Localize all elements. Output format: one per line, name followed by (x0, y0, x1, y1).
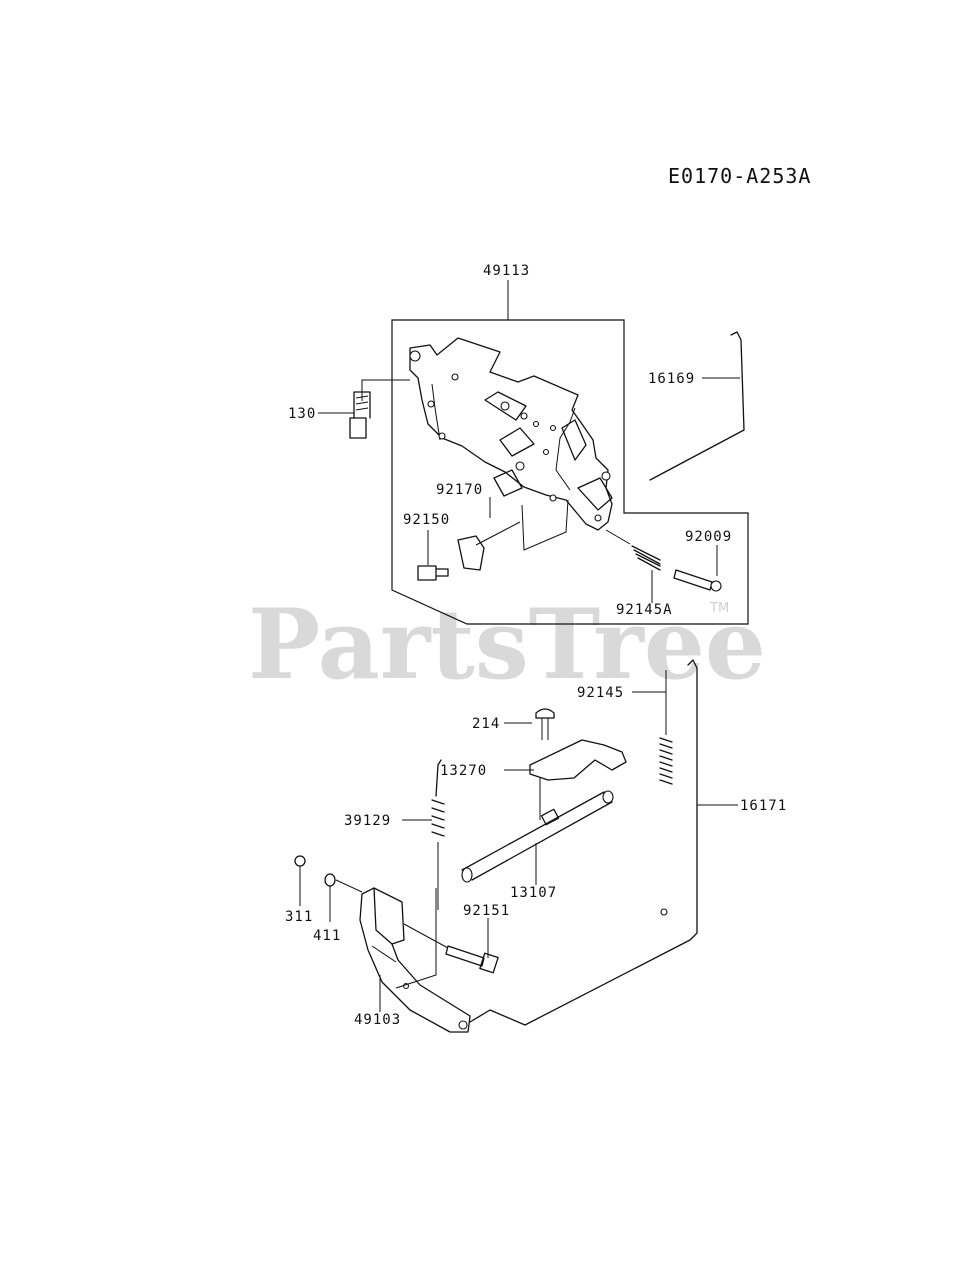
callout-92145[interactable]: 92145 (577, 685, 624, 701)
spring-39129[interactable] (402, 759, 445, 910)
callout-13270[interactable]: 13270 (440, 763, 487, 779)
callout-92170[interactable]: 92170 (436, 482, 483, 498)
callout-214[interactable]: 214 (472, 716, 500, 732)
callout-130[interactable]: 130 (288, 406, 316, 422)
bolt-92151[interactable] (403, 918, 499, 974)
callout-49113[interactable]: 49113 (483, 263, 530, 279)
assembly-box-49113 (391, 319, 749, 625)
callout-92009[interactable]: 92009 (685, 529, 732, 545)
callout-411[interactable]: 411 (313, 928, 341, 944)
callout-16169[interactable]: 16169 (648, 371, 695, 387)
callout-311[interactable]: 311 (285, 909, 313, 925)
watermark-trademark: TM (709, 601, 729, 616)
control-plate-49113[interactable] (409, 337, 613, 551)
callout-92150[interactable]: 92150 (403, 512, 450, 528)
washer-411[interactable] (324, 873, 363, 922)
screw-214[interactable] (504, 708, 555, 740)
callout-39129[interactable]: 39129 (344, 813, 391, 829)
plate-13270[interactable] (504, 739, 627, 820)
spring-92145[interactable] (632, 670, 673, 785)
callout-92145A[interactable]: 92145A (616, 602, 673, 618)
watermark-text: PartsTree (248, 588, 766, 701)
bolt-92009[interactable] (673, 545, 722, 592)
callout-49103[interactable]: 49103 (354, 1012, 401, 1028)
screw-92150[interactable] (417, 530, 449, 581)
spring-92145A[interactable] (605, 529, 661, 603)
clamp-92170[interactable] (457, 497, 521, 571)
bolt-130[interactable] (318, 379, 410, 439)
rod-16169[interactable] (649, 331, 745, 481)
rod-16171[interactable] (469, 659, 738, 1026)
callout-92151[interactable]: 92151 (463, 903, 510, 919)
nut-311[interactable] (294, 855, 306, 906)
callout-16171[interactable]: 16171 (740, 798, 787, 814)
callout-13107[interactable]: 13107 (510, 885, 557, 901)
shaft-13107[interactable] (461, 790, 668, 916)
lever-49103[interactable] (359, 887, 471, 1033)
diagram-code: E0170-A253A (668, 164, 811, 188)
